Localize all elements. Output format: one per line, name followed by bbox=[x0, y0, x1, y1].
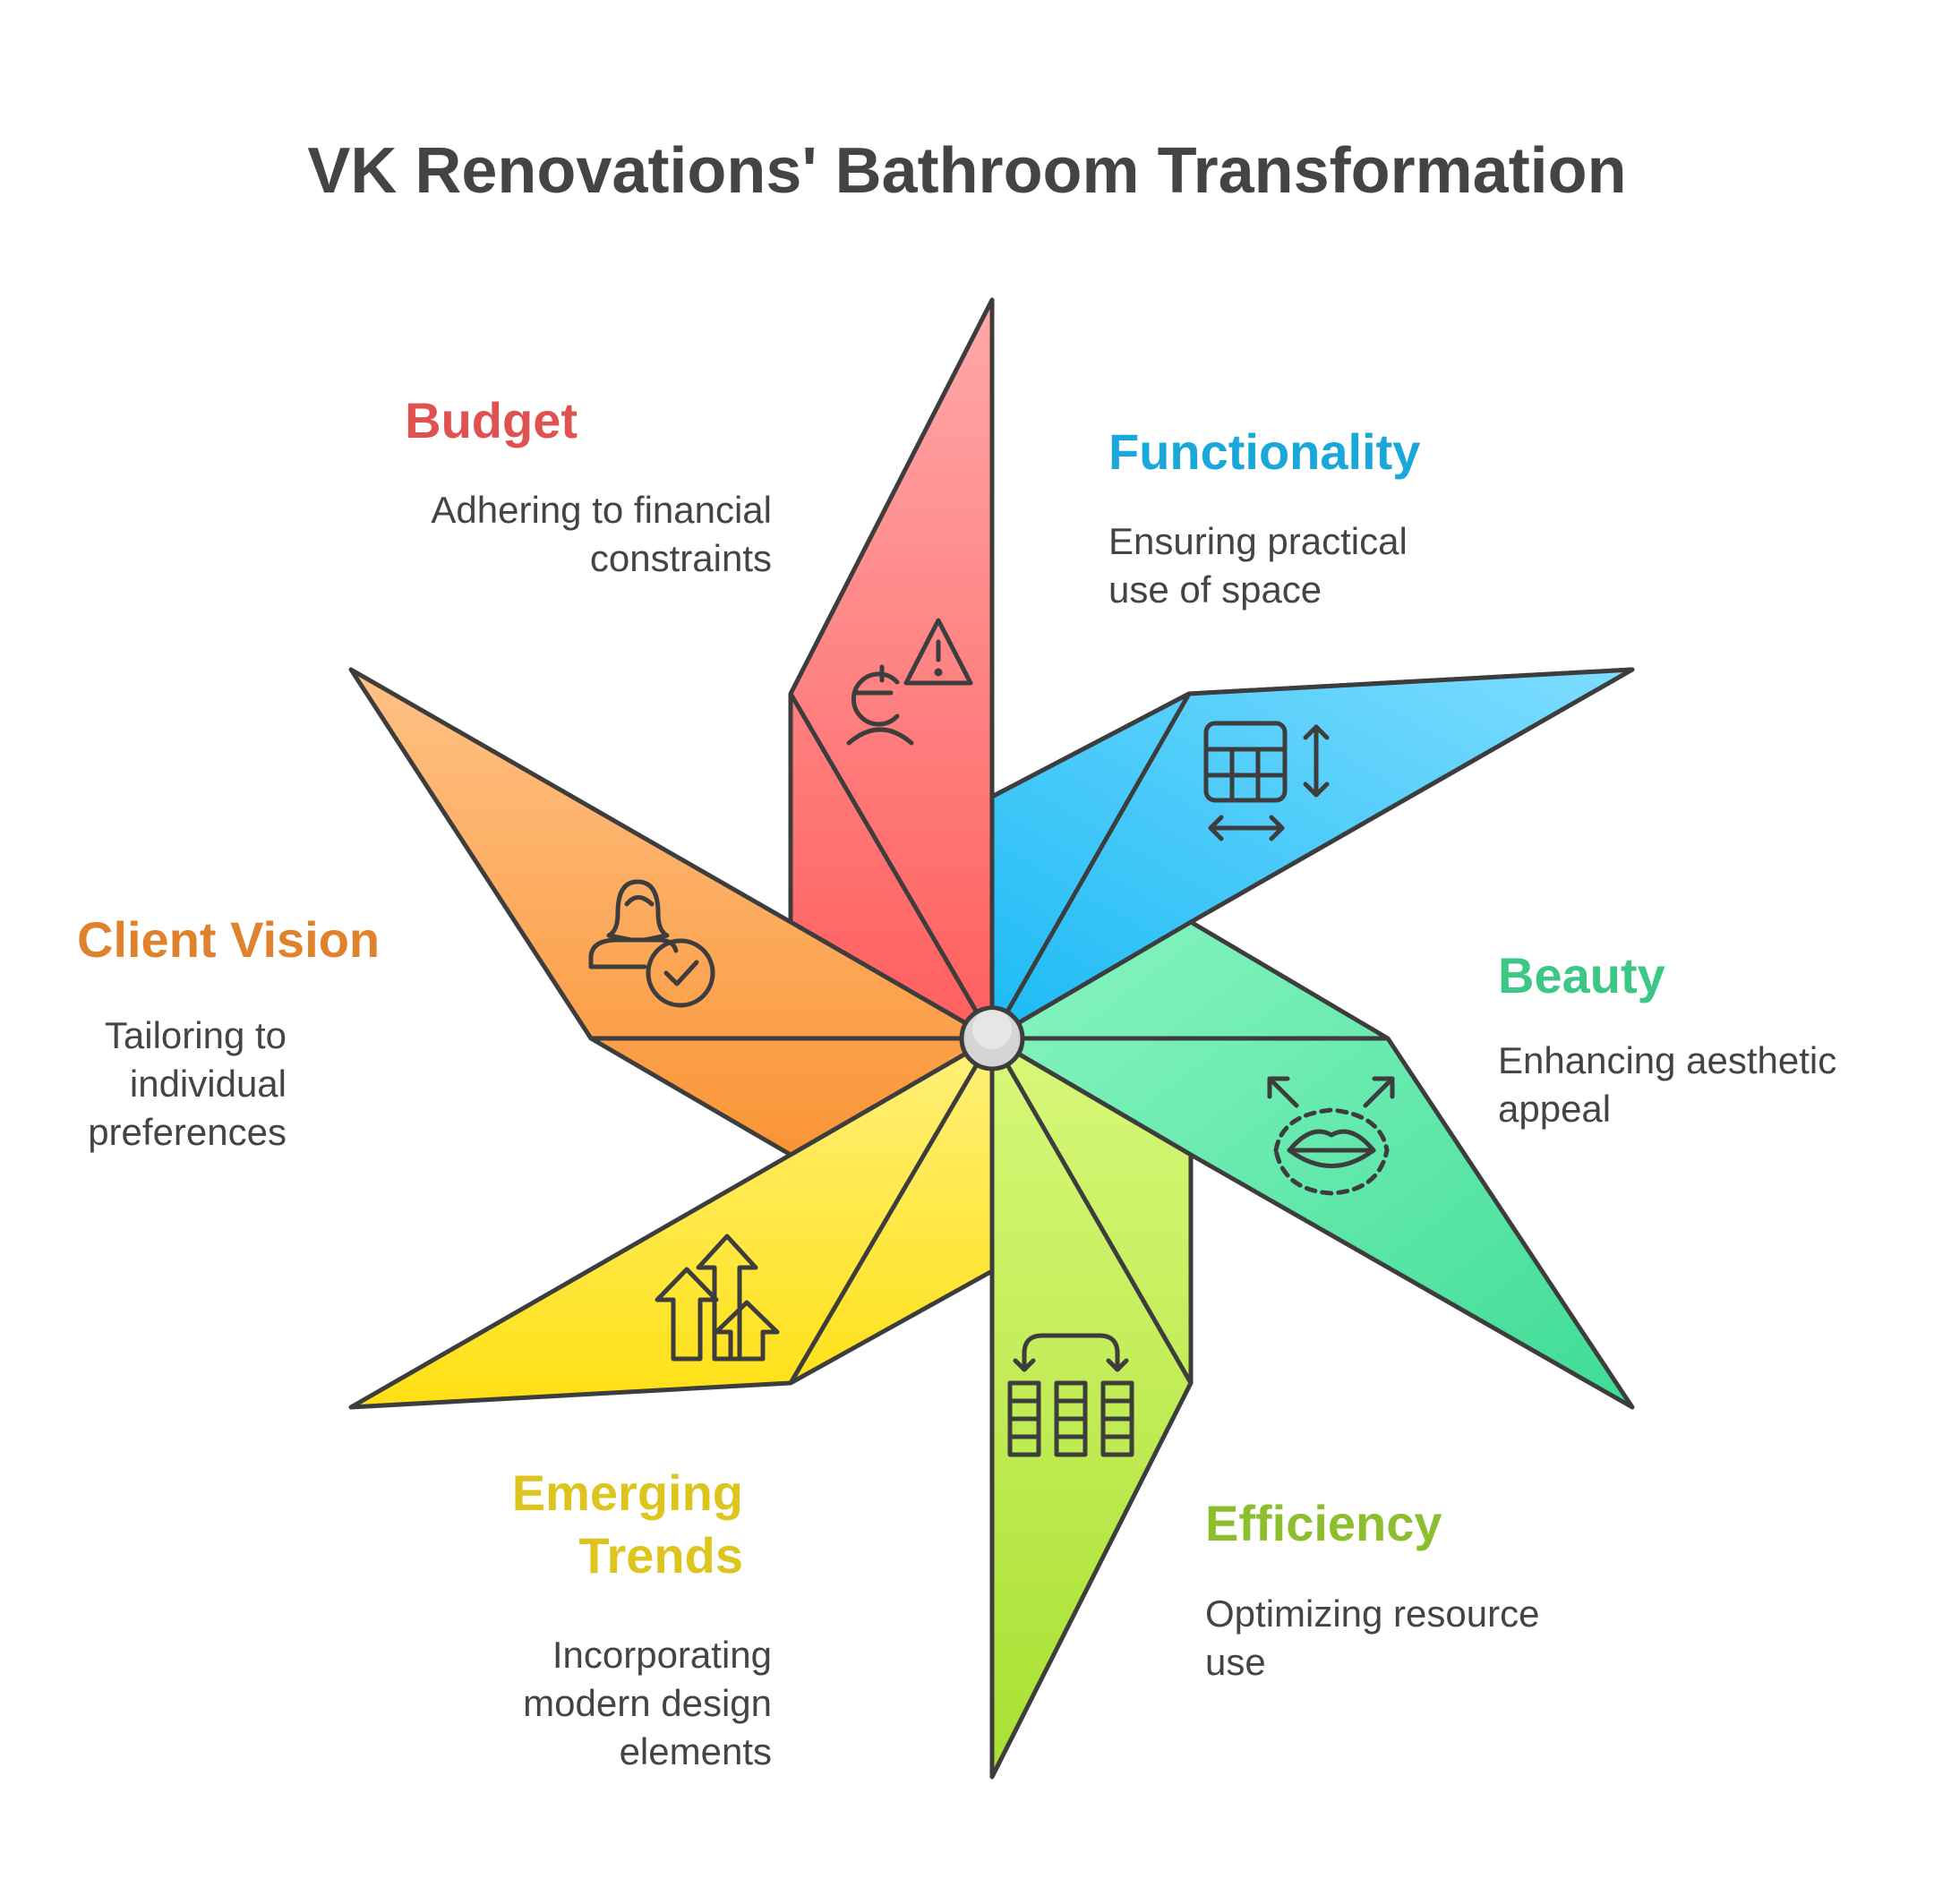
desc-budget: Adhering to financial constraints bbox=[431, 489, 772, 579]
desc-efficiency: Optimizing resource use bbox=[1205, 1592, 1540, 1683]
rising-arrows-icon bbox=[655, 1234, 780, 1362]
label-beauty: Beauty bbox=[1498, 947, 1665, 1003]
blade-functionality bbox=[989, 667, 1635, 1041]
label-client-vision: Client Vision bbox=[77, 911, 381, 968]
desc-functionality: Ensuring practical use of space bbox=[1108, 520, 1408, 610]
desc-emerging-trends: Incorporating modern design elements bbox=[523, 1634, 772, 1772]
lips-expand-icon bbox=[1267, 1076, 1395, 1196]
table-dimensions-icon bbox=[1203, 721, 1330, 841]
columns-swap-icon bbox=[1007, 1333, 1134, 1457]
label-emerging-trends: Emerging Trends bbox=[511, 1464, 743, 1584]
person-check-icon bbox=[588, 879, 715, 1008]
page-title: VK Renovations' Bathroom Transformation bbox=[307, 135, 1627, 207]
blade-client-vision bbox=[348, 667, 995, 1157]
desc-client-vision: Tailoring to individual preferences bbox=[88, 1014, 287, 1153]
label-budget: Budget bbox=[405, 392, 578, 448]
label-functionality: Functionality bbox=[1108, 423, 1421, 480]
desc-beauty: Enhancing aesthetic appeal bbox=[1498, 1039, 1837, 1130]
blade-efficiency bbox=[989, 1036, 1194, 1780]
label-efficiency: Efficiency bbox=[1205, 1495, 1442, 1551]
euro-person-warning-icon bbox=[846, 618, 973, 746]
